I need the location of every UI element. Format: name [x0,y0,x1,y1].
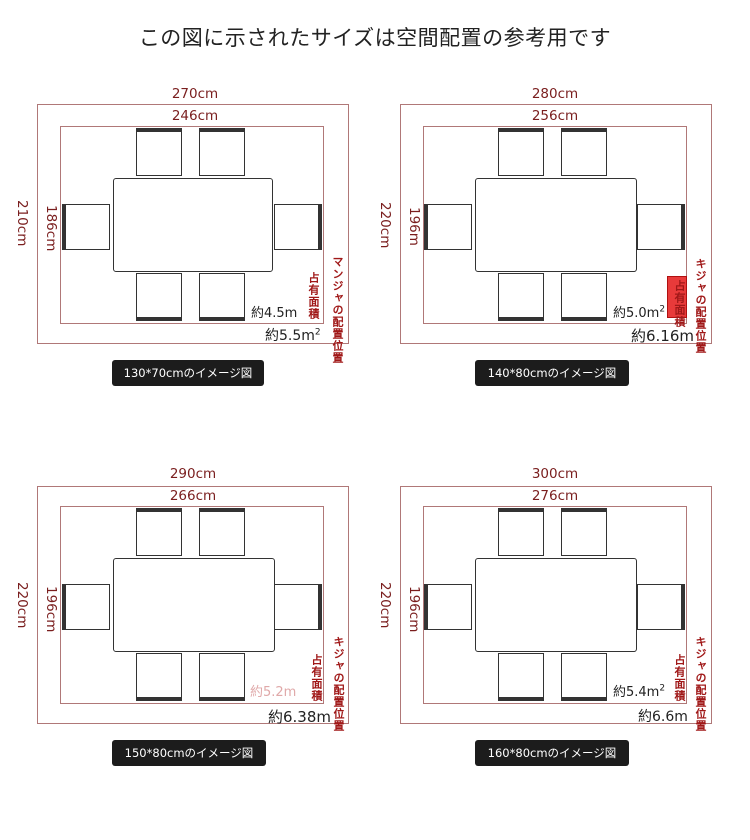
inner-height-label: 196m [406,207,422,246]
occupied-area-label: 占有面積 [310,654,323,702]
area-outer-value: 約6.6m [638,709,688,725]
chair-bottom-left [498,273,544,321]
outer-space-rect [37,104,349,344]
chair-bottom-right [561,273,607,321]
outer-space-rect [37,486,349,724]
chair-top-right [199,508,245,556]
chair-left [424,584,472,630]
chair-bottom-right [199,653,245,701]
outer-height-label: 210cm [14,200,30,247]
chair-right [274,584,322,630]
inner-width-label: 276cm [531,488,579,504]
furniture-position-label: キジャの配置位置 [694,636,707,732]
outer-width-label: 290cm [169,466,217,482]
caption-badge: 140*80cmのイメージ図 [475,360,629,386]
area-inner-value: 約4.5m [251,306,298,321]
chair-left [424,204,472,250]
chair-bottom-right [561,653,607,701]
furniture-position-label: マンジャの配置位置 [331,256,344,364]
dining-table [475,558,637,652]
chair-bottom-left [136,273,182,321]
chair-top-right [199,128,245,176]
dining-table [113,178,273,272]
outer-height-label: 220cm [377,582,393,629]
outer-space-rect [400,486,712,724]
page-title: この図に示されたサイズは空間配置の参考用です [138,26,612,50]
chair-top-left [498,508,544,556]
caption-badge: 160*80cmのイメージ図 [475,740,629,766]
area-inner-value: 約5.4m2 [613,683,666,700]
area-inner-value: 約5.0m2 [613,304,666,321]
inner-space-rect [423,506,687,704]
inner-height-label: 186cm [43,205,59,252]
chair-top-right [561,508,607,556]
area-inner-value: 約5.2m [250,685,297,700]
inner-width-label: 266cm [169,488,217,504]
inner-height-label: 196cm [406,586,422,633]
inner-width-label: 256cm [531,108,579,124]
outer-width-label: 270cm [171,86,219,102]
occupied-area-label: 占有面積 [673,654,686,702]
dining-table [475,178,637,272]
chair-left [62,204,110,250]
outer-width-label: 280cm [531,86,579,102]
outer-height-label: 220cm [14,582,30,629]
caption-badge: 130*70cmのイメージ図 [112,360,264,386]
caption-badge: 150*80cmのイメージ図 [112,740,266,766]
outer-space-rect [400,104,712,344]
area-outer-value: 約6.38m [268,708,332,726]
inner-space-rect [60,126,324,324]
chair-top-left [136,128,182,176]
outer-height-label: 220cm [377,202,393,249]
inner-width-label: 246cm [171,108,219,124]
chair-top-left [498,128,544,176]
chair-right [637,204,685,250]
chair-bottom-left [136,653,182,701]
area-outer-value: 約6.16m [631,327,695,345]
chair-bottom-left [498,653,544,701]
chair-top-right [561,128,607,176]
furniture-position-marker [667,276,687,318]
occupied-area-label: 占有面積 [307,272,320,320]
chair-left [62,584,110,630]
inner-space-rect [423,126,687,324]
inner-space-rect [60,506,324,704]
chair-right [274,204,322,250]
chair-right [637,584,685,630]
furniture-position-label: キジャの配置位置 [332,636,345,732]
outer-width-label: 300cm [531,466,579,482]
dining-table [113,558,275,652]
occupied-area-label: 占有面積 [673,280,686,328]
furniture-position-label: キジャの配置位置 [694,258,707,354]
chair-bottom-right [199,273,245,321]
chair-top-left [136,508,182,556]
inner-height-label: 196cm [43,586,59,633]
area-outer-value: 約5.5m2 [265,327,321,344]
